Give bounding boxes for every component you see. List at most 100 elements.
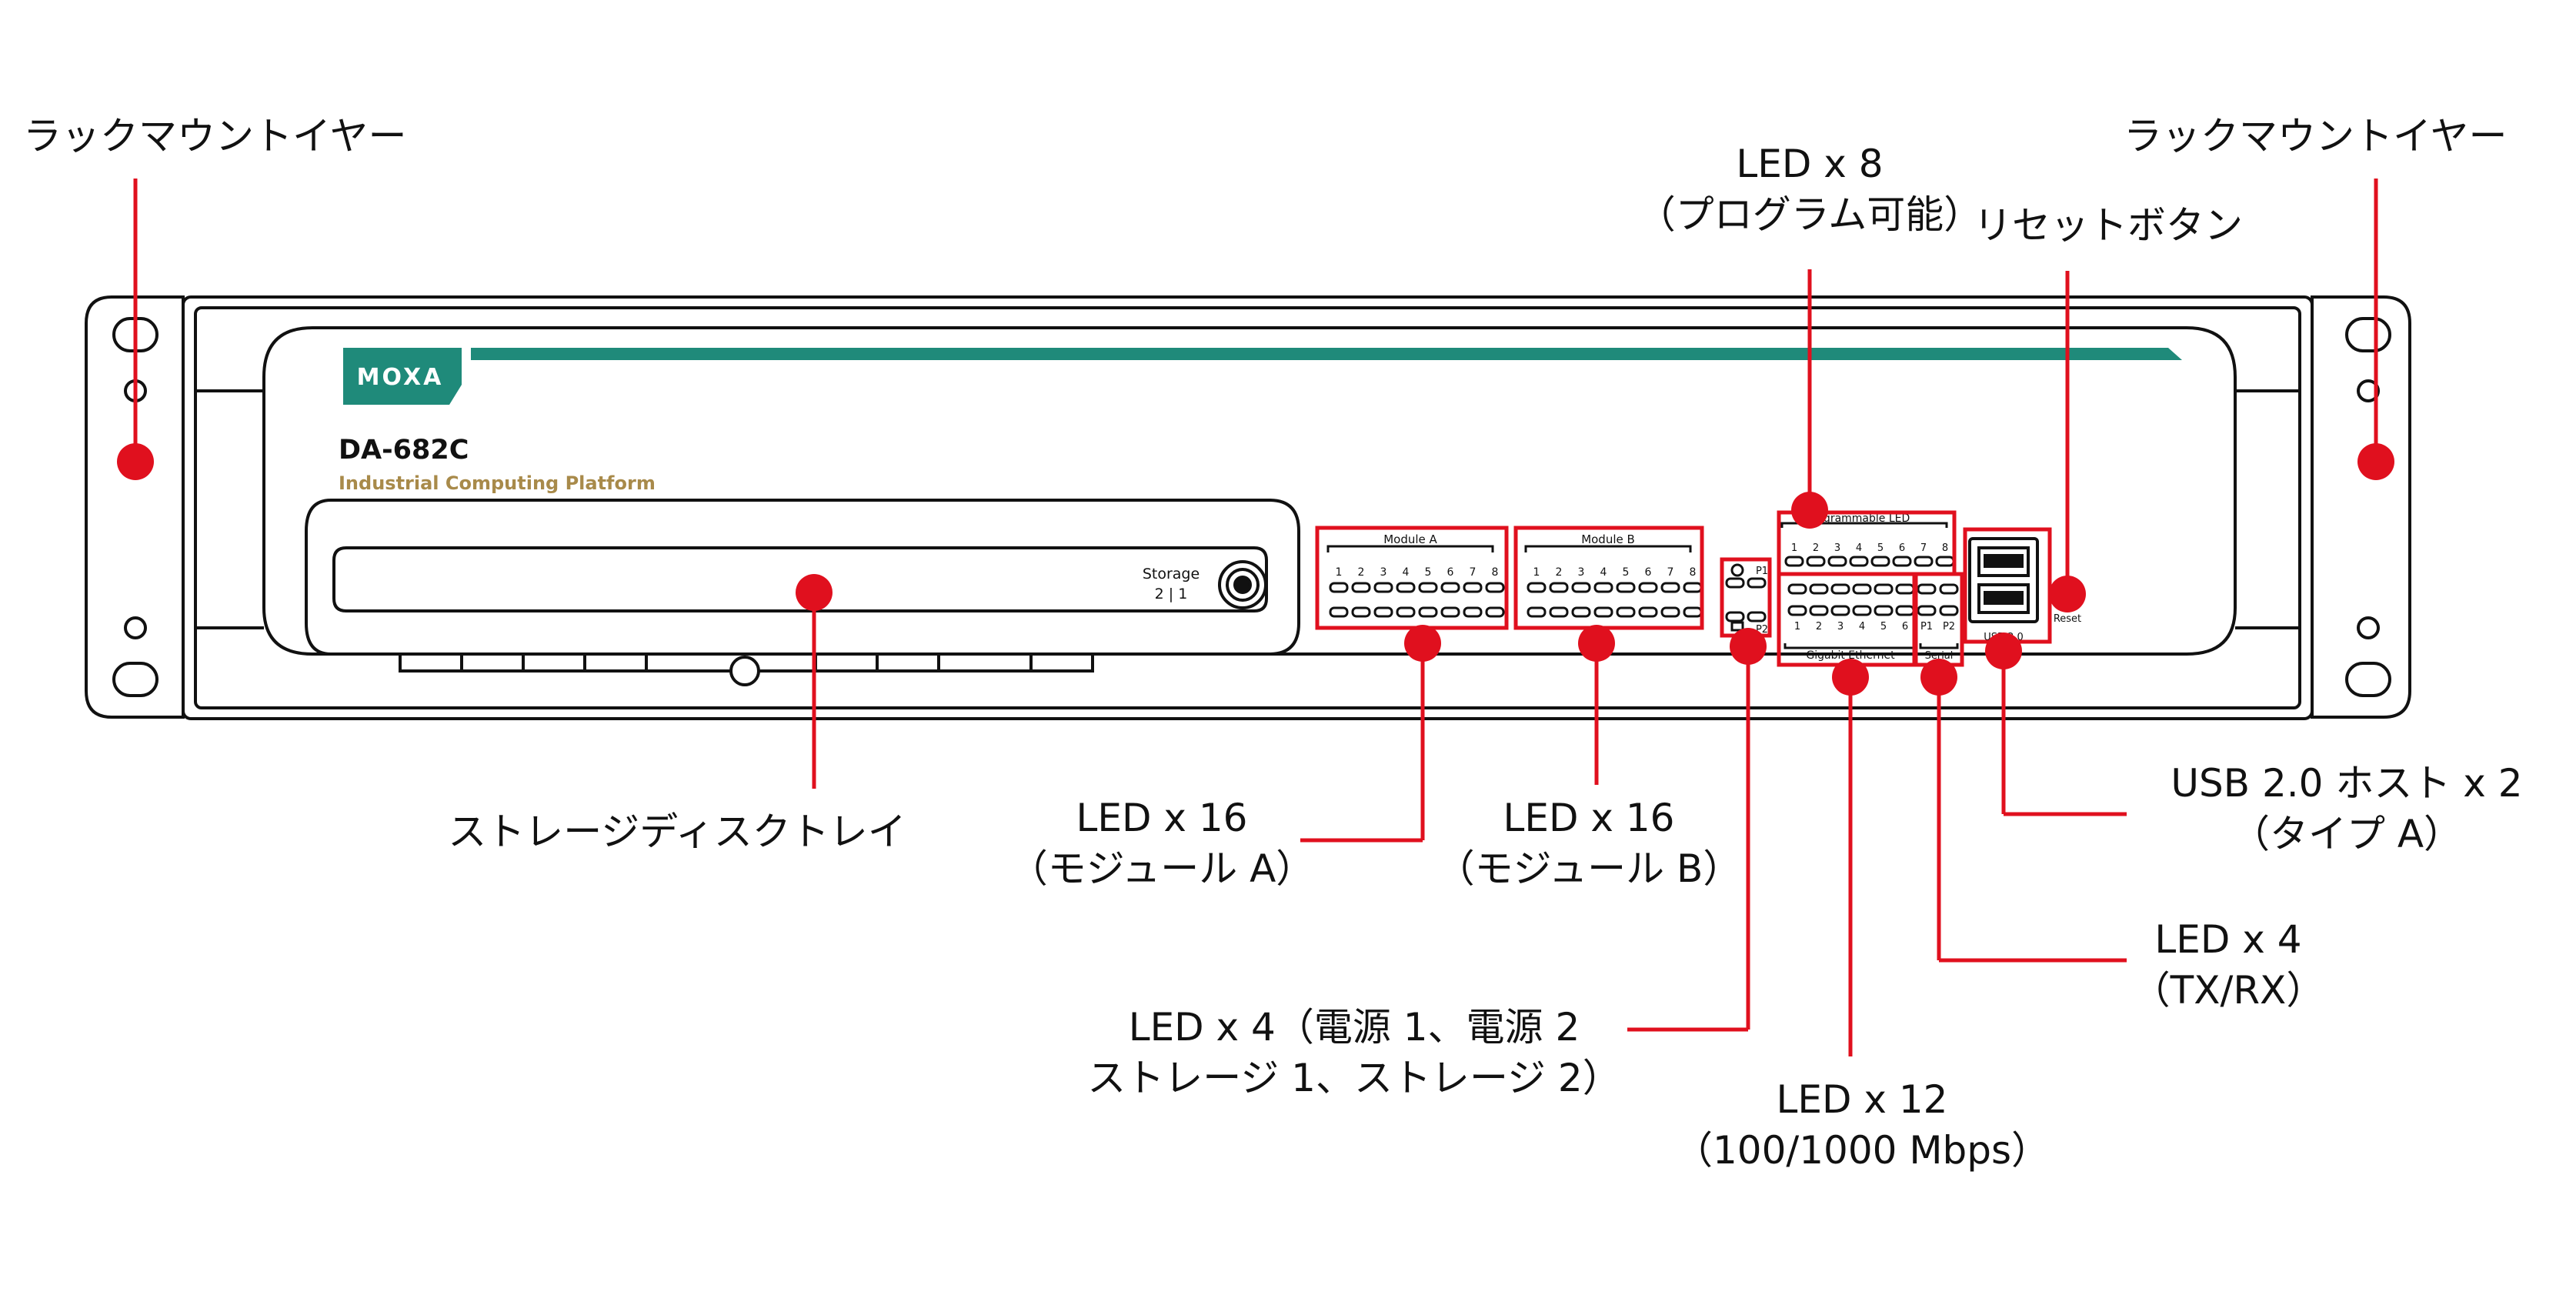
led-number: 5 [1880, 621, 1887, 632]
power-storage-leds [1725, 563, 1767, 632]
led-number: 6 [1645, 566, 1652, 579]
led-number: 3 [1578, 566, 1585, 579]
led-number: 3 [1834, 542, 1840, 554]
serial-leds [1917, 583, 1959, 649]
module-b-led-panel [1524, 545, 1692, 552]
serial-label: Serial [1925, 650, 1954, 662]
led-indicator [1440, 606, 1460, 618]
led-indicator [1571, 606, 1591, 618]
led-indicator [1418, 582, 1438, 593]
storage-lock-icon [1218, 560, 1267, 609]
led-indicator [1616, 582, 1636, 593]
callout-rack-ear-right: ラックマウントイヤー [2124, 114, 2508, 159]
leader-lines [133, 179, 2378, 1056]
led-indicator [1593, 582, 1613, 593]
storage-label: Storage [1143, 566, 1200, 582]
led-indicator [1440, 582, 1460, 593]
led-indicator [1485, 606, 1505, 618]
callout-storage-tray: ストレージディスクトレイ [448, 809, 906, 854]
gigabit-ethernet-label: Gigabit Ethernet [1806, 649, 1895, 662]
rack-ear-right [2311, 295, 2411, 719]
led-indicator [1463, 606, 1483, 618]
brand-name: MOXA [357, 364, 444, 391]
module-b-label: Module B [1581, 532, 1635, 546]
led-indicator [1527, 582, 1547, 593]
led-indicator [1849, 556, 1869, 567]
programmable-leds [1784, 556, 1955, 567]
led-indicator [1660, 606, 1680, 618]
led-number: 2 [1813, 542, 1819, 554]
led-indicator [1870, 556, 1890, 567]
led-indicator [1549, 606, 1569, 618]
serial-p1-label: P1 [1920, 621, 1933, 632]
callout-module-a: LED x 16 （モジュール A） [1009, 796, 1315, 891]
led-number: 6 [1899, 542, 1905, 554]
led-indicator [1892, 556, 1912, 567]
module-a-highlight [1315, 526, 1509, 630]
module-a-led-panel [1326, 545, 1494, 552]
brand-stripe [471, 348, 2182, 360]
led-indicator [1809, 583, 1829, 595]
led-indicator [1874, 605, 1894, 616]
marker-ethernet-leds [1832, 659, 1869, 696]
ethernet-leds [1787, 583, 1915, 616]
model-name: DA-682C [339, 435, 469, 466]
led-number: 1 [1794, 621, 1800, 632]
power-p1-label: P1 [1756, 566, 1768, 577]
led-indicator [1571, 582, 1591, 593]
callout-rack-ear-left: ラックマウントイヤー [23, 114, 407, 159]
led-indicator [1485, 582, 1505, 593]
led-indicator [1463, 582, 1483, 593]
led-number: 7 [1920, 542, 1927, 554]
led-number: 2 [1816, 621, 1822, 632]
led-number: 4 [1856, 542, 1862, 554]
led-indicator [1806, 556, 1826, 567]
led-indicator [1852, 605, 1872, 616]
marker-module-b [1578, 625, 1615, 662]
led-indicator [1784, 556, 1804, 567]
reset-label: Reset [2054, 613, 2081, 625]
led-indicator [1373, 606, 1393, 618]
led-indicator [1593, 606, 1613, 618]
led-indicator [1827, 556, 1847, 567]
led-number: 2 [1358, 566, 1365, 579]
led-number: 2 [1556, 566, 1563, 579]
marker-power-leds [1730, 628, 1767, 665]
callout-module-b: LED x 16 （モジュール B） [1436, 796, 1742, 891]
led-indicator [1852, 583, 1872, 595]
led-indicator [1809, 605, 1829, 616]
led-indicator [1329, 582, 1349, 593]
callout-usb: USB 2.0 ホスト x 2 （タイプ A） [2171, 761, 2523, 856]
led-number: 5 [1425, 566, 1432, 579]
callout-ethernet-leds: LED x 12 （100/1000 Mbps） [1673, 1077, 2050, 1173]
module-b-leds [1527, 582, 1703, 618]
model-subtitle: Industrial Computing Platform [339, 472, 656, 494]
module-b-highlight [1513, 526, 1704, 630]
marker-programmable-leds [1791, 492, 1828, 529]
led-number: 3 [1837, 621, 1844, 632]
callout-reset-button: リセットボタン [1974, 203, 2243, 248]
led-indicator [1638, 582, 1658, 593]
led-number: 4 [1403, 566, 1410, 579]
led-number: 7 [1667, 566, 1674, 579]
moxa-logo: MOXA [343, 348, 462, 405]
marker-serial-leds [1920, 659, 1957, 696]
led-number: 1 [1336, 566, 1343, 579]
led-number: 6 [1902, 621, 1908, 632]
marker-dots [117, 443, 2394, 696]
callout-programmable-leds: LED x 8 （プログラム可能） [1637, 142, 1983, 237]
marker-rack-ear-right [2357, 443, 2394, 480]
module-a-label: Module A [1383, 532, 1437, 546]
led-indicator [1830, 605, 1850, 616]
led-indicator [1418, 606, 1438, 618]
module-a-leds [1329, 582, 1505, 618]
storage-tray[interactable] [305, 499, 1300, 686]
highlight-boxes [1315, 510, 2052, 667]
led-number: 1 [1791, 542, 1797, 554]
usb-ports[interactable] [1968, 537, 2039, 623]
led-indicator [1373, 582, 1393, 593]
